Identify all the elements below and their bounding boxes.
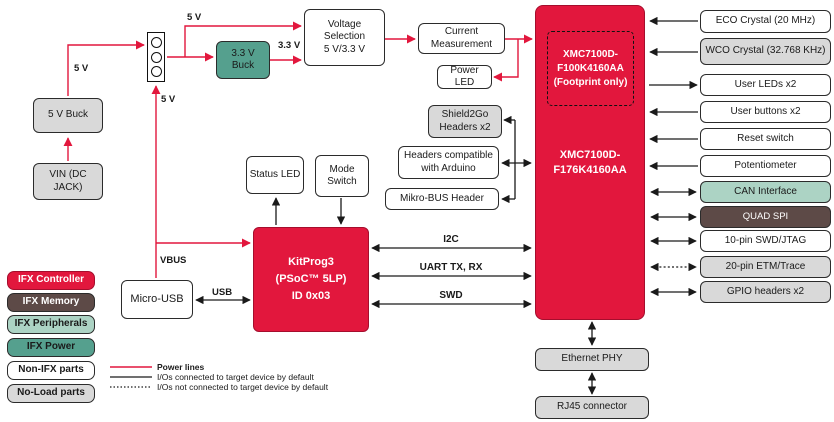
potentiometer-block: Potentiometer bbox=[700, 155, 831, 177]
wire-label-5v-top: 5 V bbox=[187, 12, 202, 23]
quad-spi-block: QUAD SPI bbox=[700, 206, 831, 228]
legend-ifx-power: IFX Power bbox=[7, 338, 95, 357]
mikrobus-header-block: Mikro-BUS Header bbox=[385, 188, 499, 210]
user-buttons-block: User buttons x2 bbox=[700, 101, 831, 123]
gpio-headers-block: GPIO headers x2 bbox=[700, 281, 831, 303]
rj45-connector-block: RJ45 connector bbox=[535, 396, 649, 419]
ethernet-phy-block: Ethernet PHY bbox=[535, 348, 649, 371]
power-led-block: Power LED bbox=[437, 65, 492, 89]
legend-no-load-parts: No-Load parts bbox=[7, 384, 95, 403]
3v3-buck-label: 3.3 V Buck bbox=[231, 47, 255, 71]
arduino-headers-block: Headers compatible with Arduino bbox=[398, 146, 499, 179]
jumper-pin-icon bbox=[150, 66, 162, 78]
mcu-block: XMC7100D- F100K4160AA (Footprint only) X… bbox=[535, 5, 645, 320]
vin-dc-jack-block: VIN (DC JACK) bbox=[33, 163, 103, 200]
kitprog3-block: KitProg3 (PSoC™ 5LP) ID 0x03 bbox=[253, 227, 369, 332]
jumper-pin-icon bbox=[150, 36, 162, 48]
mcu-footprint-block: XMC7100D- F100K4160AA (Footprint only) bbox=[547, 31, 634, 106]
legend-ifx-memory: IFX Memory bbox=[7, 293, 95, 312]
eco-crystal-block: ECO Crystal (20 MHz) bbox=[700, 10, 831, 33]
wire-label-5v-left: 5 V bbox=[74, 63, 89, 74]
mode-switch-block: Mode Switch bbox=[315, 155, 369, 197]
vin-label: VIN (DC JACK) bbox=[49, 169, 87, 193]
wire-label-5v-vbus: 5 V bbox=[161, 94, 176, 105]
legend-ifx-peripherals: IFX Peripherals bbox=[7, 315, 95, 334]
wire-label-usb: USB bbox=[212, 287, 233, 298]
legend-ifx-controller: IFX Controller bbox=[7, 271, 95, 290]
3v3-buck-block: 3.3 V Buck bbox=[216, 41, 270, 79]
legend-label-io-not-connected: I/Os not connected to target device by d… bbox=[157, 382, 329, 392]
5v-buck-block: 5 V Buck bbox=[33, 98, 103, 133]
shield2go-headers-block: Shield2Go Headers x2 bbox=[428, 105, 502, 138]
voltage-selection-block: Voltage Selection 5 V/3.3 V bbox=[304, 9, 385, 66]
current-measurement-block: Current Measurement bbox=[418, 23, 505, 54]
wire-label-uart: UART TX, RX bbox=[419, 262, 483, 273]
wire-label-i2c: I2C bbox=[443, 234, 459, 245]
wire-label-swd: SWD bbox=[439, 290, 463, 301]
mcu-part-number: XMC7100D- F176K4160AA bbox=[553, 149, 627, 177]
legend-non-ifx-parts: Non-IFX parts bbox=[7, 361, 95, 380]
wire-label-vbus: VBUS bbox=[160, 255, 187, 266]
user-leds-block: User LEDs x2 bbox=[700, 74, 831, 96]
jumper-3pin-header bbox=[147, 32, 165, 82]
status-led-block: Status LED bbox=[246, 156, 304, 194]
swd-jtag-10pin-block: 10-pin SWD/JTAG bbox=[700, 230, 831, 252]
etm-trace-20pin-block: 20-pin ETM/Trace bbox=[700, 256, 831, 278]
reset-switch-block: Reset switch bbox=[700, 128, 831, 150]
micro-usb-block: Micro-USB bbox=[121, 280, 193, 319]
legend-label-power-lines: Power lines bbox=[157, 362, 205, 372]
voltage-selection-label: Voltage Selection bbox=[323, 19, 366, 43]
jumper-pin-icon bbox=[150, 51, 162, 63]
can-interface-block: CAN Interface bbox=[700, 181, 831, 203]
legend-label-io-connected: I/Os connected to target device by defau… bbox=[157, 372, 314, 382]
voltage-selection-value: 5 V/3.3 V bbox=[323, 43, 366, 55]
5v-buck-label: 5 V Buck bbox=[47, 109, 89, 121]
wire-label-3v3: 3.3 V bbox=[278, 40, 301, 51]
wco-crystal-block: WCO Crystal (32.768 KHz) bbox=[700, 38, 831, 65]
